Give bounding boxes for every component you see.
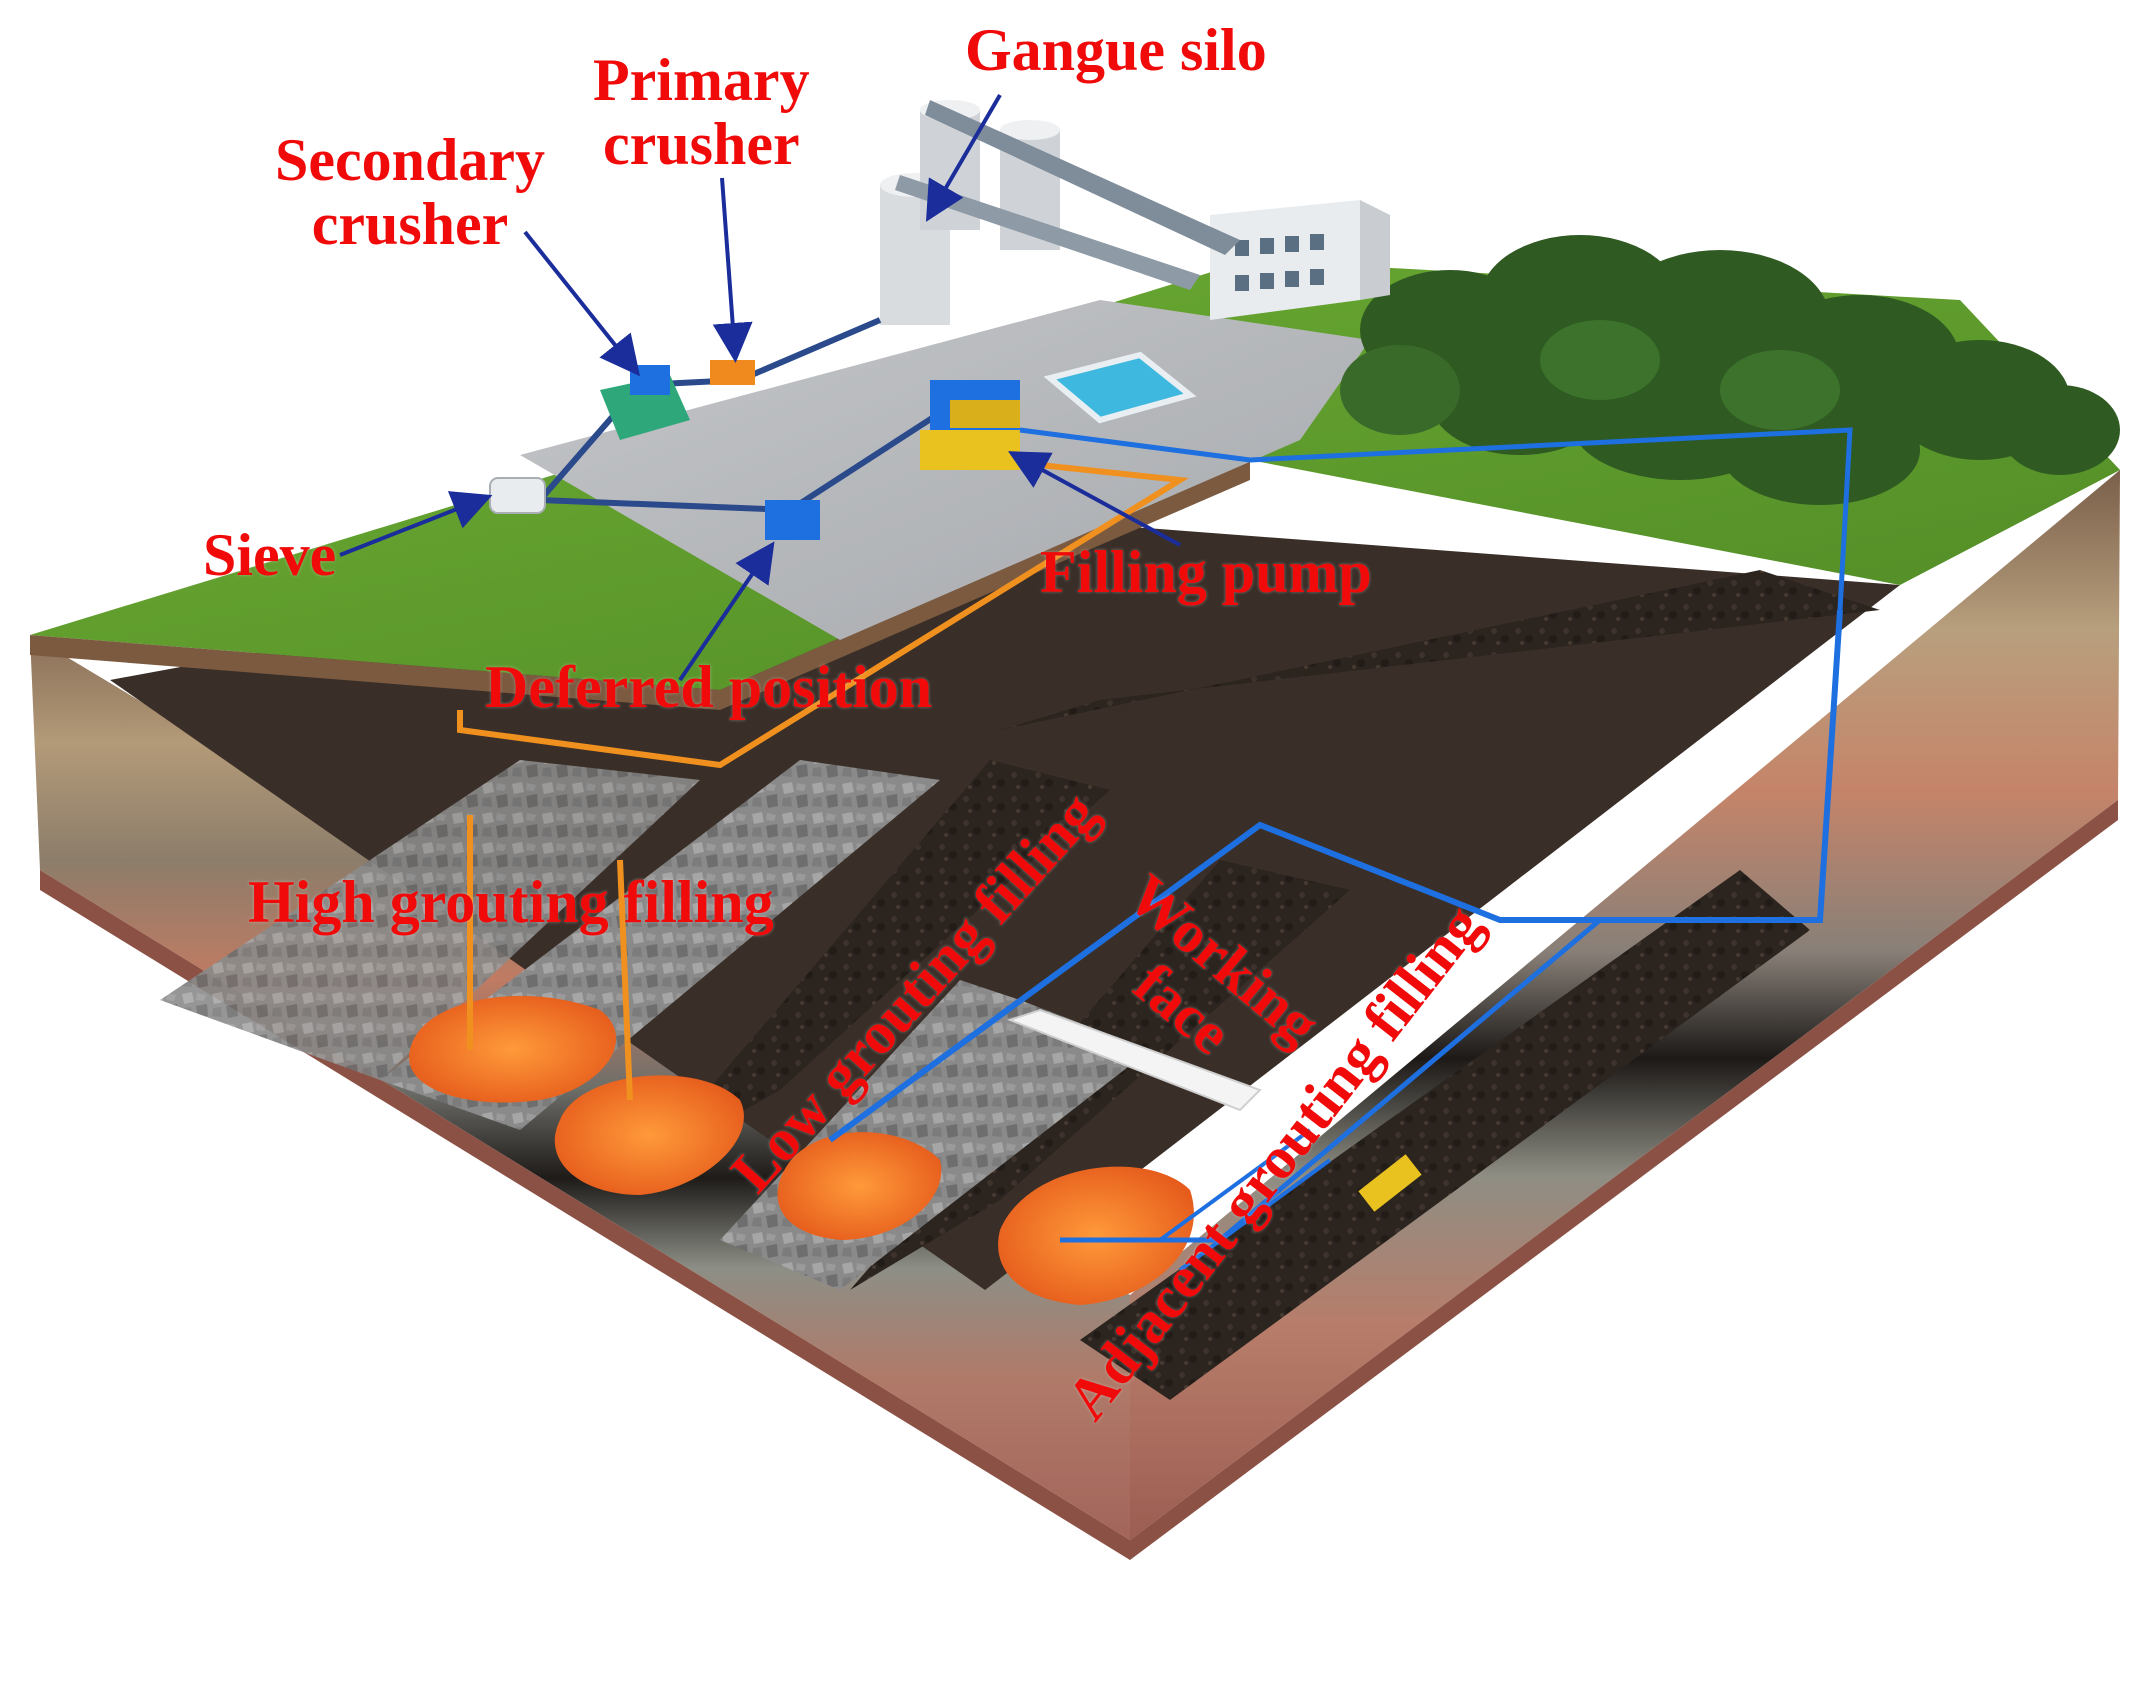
gangue-fill-3: [160, 760, 700, 1080]
arrow-gangue-silo: [925, 93, 1002, 222]
pipe-branch-2: [1158, 1128, 1312, 1242]
grout-drop-pipe-2: [617, 859, 633, 1101]
grout-blob-high-1: [409, 995, 617, 1103]
label-secondary-crusher-line1: Secondary: [275, 127, 545, 193]
grout-blob-low: [777, 1132, 942, 1240]
label-high-grouting-filling: High grouting filling: [248, 869, 774, 935]
tree-cluster: [1340, 235, 2120, 505]
arrow-primary-crusher: [712, 177, 753, 363]
underground-floor: [110, 520, 1900, 1290]
coal-strip-1: [640, 760, 1110, 1170]
callout-arrows: [339, 93, 1181, 682]
underground-pipe-main: [828, 609, 1843, 1143]
arrow-sieve: [339, 491, 493, 557]
label-deferred-position: Deferred position: [485, 654, 933, 720]
label-secondary-crusher-line2: crusher: [311, 191, 509, 257]
surface-pipe-blue: [1019, 427, 1853, 611]
left-strata-face: [30, 635, 1130, 1540]
label-primary-crusher-line1: Primary: [593, 47, 810, 113]
secondary-crusher-unit: [600, 365, 690, 440]
label-sieve: Sieve: [203, 522, 337, 588]
arrow-deferred-position: [678, 541, 775, 682]
grout-blob-high-2: [554, 1075, 744, 1195]
sieve-unit: [489, 477, 546, 514]
gangue-silo-structure: [880, 100, 1240, 325]
working-face-block: [1007, 1008, 1262, 1112]
label-primary-crusher-line2: crusher: [602, 111, 800, 177]
coal-strip-far: [1000, 570, 1880, 730]
primary-crusher-unit: [710, 360, 755, 385]
arrow-filling-pump: [1007, 451, 1181, 547]
water-pool: [1043, 351, 1197, 424]
arrow-secondary-crusher: [523, 230, 640, 377]
label-gangue-silo: Gangue silo: [965, 17, 1267, 83]
plant-building: [1210, 200, 1390, 320]
pipe-branch-1: [1178, 1158, 1332, 1272]
shearer-equipment: [1358, 1154, 1422, 1212]
coal-strip-3: [1080, 870, 1810, 1400]
label-filling-pump: Filling pump: [1040, 539, 1372, 605]
label-secondary-crusher: Secondary crusher: [275, 128, 545, 256]
filling-pump-unit: [920, 380, 1020, 470]
surface-pipe-orange: [457, 462, 1190, 769]
deferred-position-unit: [765, 500, 820, 540]
label-primary-crusher: Primary crusher: [593, 48, 810, 176]
grout-blob-adjacent: [998, 1166, 1194, 1305]
